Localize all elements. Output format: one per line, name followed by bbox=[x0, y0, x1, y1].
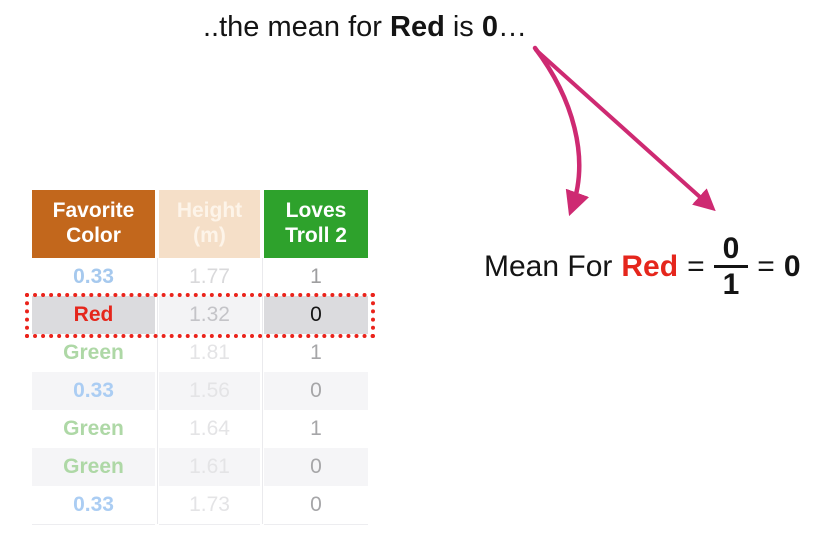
cell-height: 1.73 bbox=[159, 486, 260, 525]
column-separator bbox=[157, 258, 158, 524]
header-line: Favorite bbox=[52, 199, 135, 223]
cell-favorite-color: 0.33 bbox=[32, 486, 155, 525]
header-line: Loves bbox=[285, 199, 347, 223]
header-line: (m) bbox=[193, 224, 226, 247]
cell-loves-troll: 0 bbox=[264, 448, 368, 486]
header-line: Troll 2 bbox=[285, 224, 347, 247]
cell-favorite-color: Green bbox=[32, 448, 155, 486]
curved-arrow-icon bbox=[532, 45, 590, 217]
table-row: Green 1.61 0 bbox=[32, 448, 368, 486]
cell-height: 1.32 bbox=[159, 296, 260, 334]
cell-loves-troll: 0 bbox=[264, 486, 368, 525]
cell-height: 1.77 bbox=[159, 258, 260, 296]
table-row: 0.33 1.77 1 bbox=[32, 258, 368, 296]
annotation-red-word: Red bbox=[390, 11, 445, 43]
formula-label: Mean For bbox=[484, 250, 613, 283]
cell-height: 1.81 bbox=[159, 334, 260, 372]
table-row: 0.33 1.73 0 bbox=[32, 486, 368, 525]
table-row-highlighted: Red 1.32 0 bbox=[32, 296, 368, 334]
table-header-row: Favorite Color Height (m) Loves Troll 2 bbox=[32, 190, 368, 258]
header-line: Color bbox=[66, 224, 121, 247]
annotation-ellipsis: … bbox=[498, 11, 527, 43]
cell-loves-troll: 1 bbox=[264, 334, 368, 372]
mean-formula: Mean For Red = 0 1 = 0 bbox=[484, 232, 801, 300]
cell-height: 1.61 bbox=[159, 448, 260, 486]
annotation-zero: 0 bbox=[481, 11, 498, 43]
cell-favorite-color: Green bbox=[32, 334, 155, 372]
straight-arrow-icon bbox=[534, 48, 716, 212]
fraction-numerator: 0 bbox=[722, 232, 740, 265]
header-line: Height bbox=[176, 199, 243, 223]
table-row: Green 1.64 1 bbox=[32, 410, 368, 448]
cell-loves-troll: 0 bbox=[264, 296, 368, 334]
cell-height: 1.64 bbox=[159, 410, 260, 448]
fraction-denominator: 1 bbox=[713, 265, 749, 300]
formula-equals: = bbox=[687, 250, 705, 283]
cell-loves-troll: 1 bbox=[264, 258, 368, 296]
cell-favorite-color: 0.33 bbox=[32, 372, 155, 410]
data-table: Favorite Color Height (m) Loves Troll 2 … bbox=[32, 190, 368, 525]
cell-favorite-color: Green bbox=[32, 410, 155, 448]
cell-loves-troll: 1 bbox=[264, 410, 368, 448]
annotation-part2: is bbox=[444, 11, 482, 43]
cell-loves-troll: 0 bbox=[264, 372, 368, 410]
cell-height: 1.56 bbox=[159, 372, 260, 410]
formula-category: Red bbox=[621, 250, 679, 283]
annotation-part1: ..the mean for bbox=[203, 11, 390, 43]
table-row: 0.33 1.56 0 bbox=[32, 372, 368, 410]
header-loves-troll-2: Loves Troll 2 bbox=[264, 190, 368, 258]
header-favorite-color: Favorite Color bbox=[32, 190, 155, 258]
formula-result: 0 bbox=[783, 250, 801, 283]
annotation-text: ..the mean for Red is 0… bbox=[203, 9, 527, 45]
table-row: Green 1.81 1 bbox=[32, 334, 368, 372]
formula-fraction: 0 1 bbox=[713, 232, 749, 300]
formula-equals-2: = bbox=[757, 250, 775, 283]
cell-favorite-color: 0.33 bbox=[32, 258, 155, 296]
cell-favorite-color: Red bbox=[32, 296, 155, 334]
column-separator bbox=[262, 258, 263, 524]
header-height-m: Height (m) bbox=[159, 190, 260, 258]
highlight-outline bbox=[25, 293, 375, 338]
